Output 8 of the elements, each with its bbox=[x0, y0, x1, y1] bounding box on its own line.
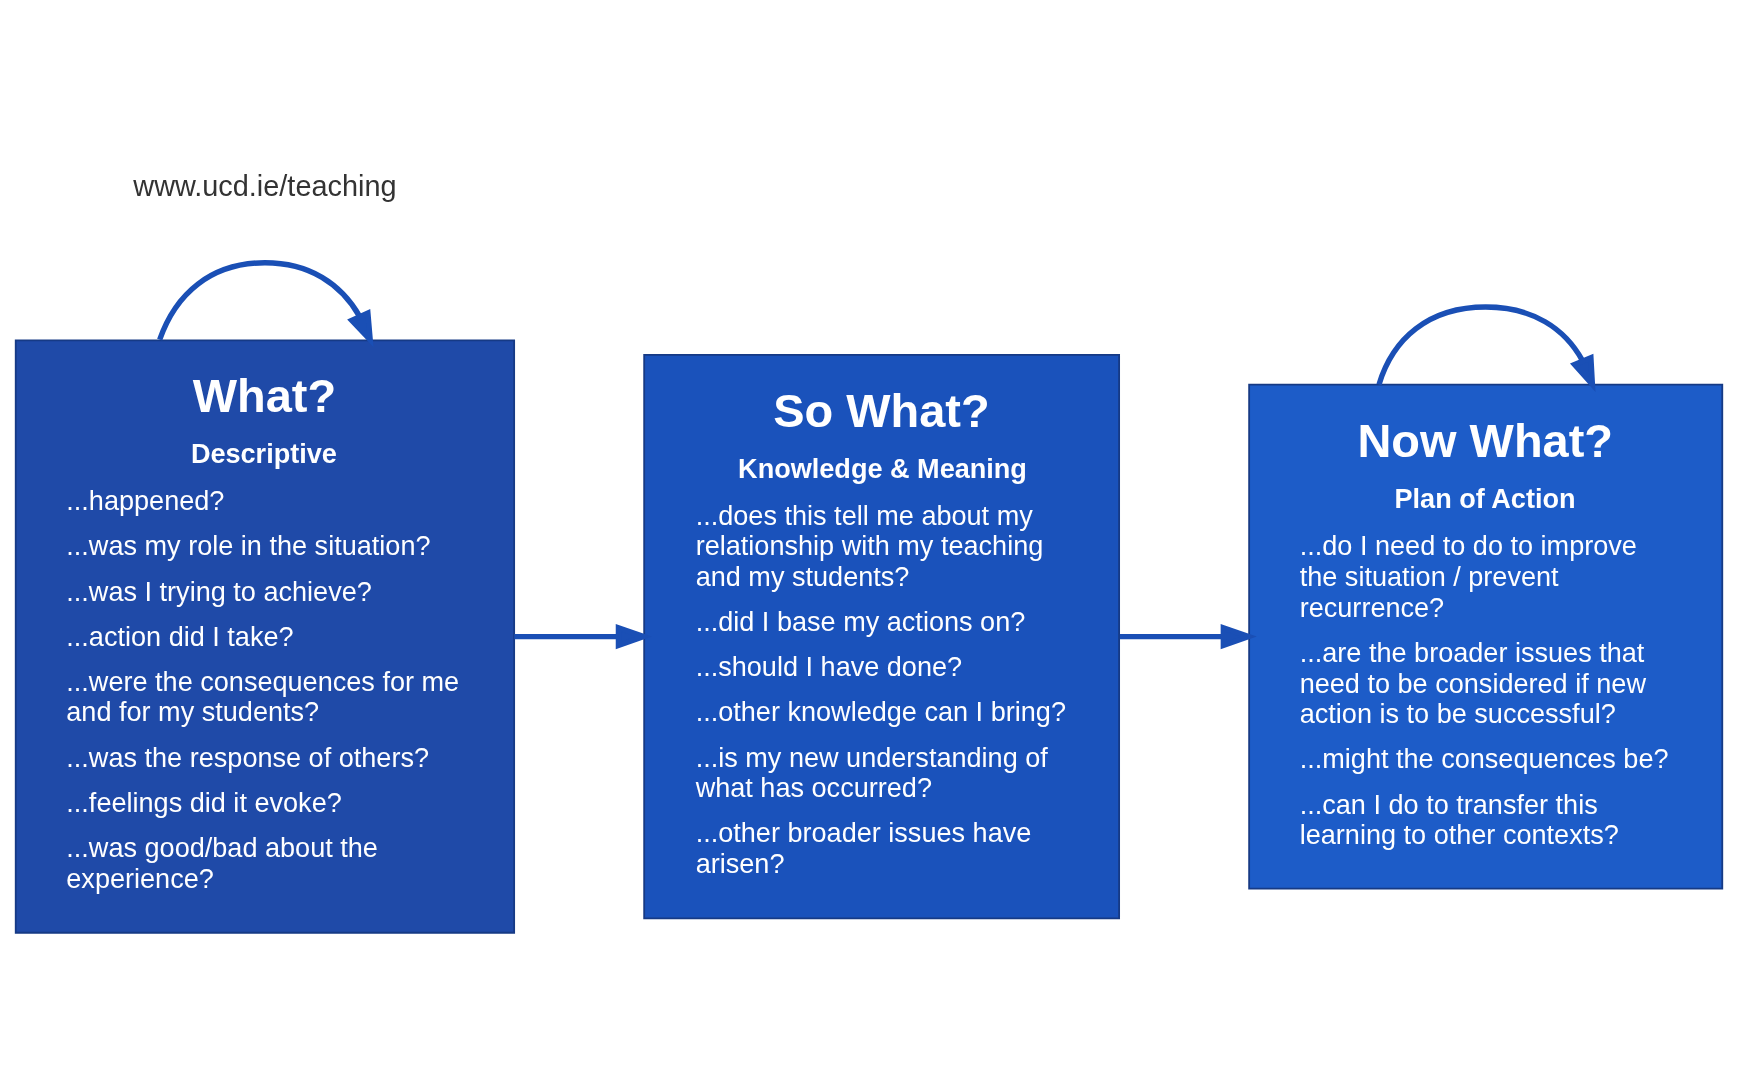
arrow bbox=[1376, 304, 1596, 392]
node-box: Now What? Plan of Action ...do I need to do to improve the situation / prevent recurrence? ...are the broader issues that need to be considered if new action is to be successful? ...might the consequences be? ...can I do to transfer this learning to other contexts? bbox=[1248, 383, 1724, 890]
arrow bbox=[157, 260, 374, 348]
node-box: What? Descriptive ...happened? ...was my role in the situation? ...was I trying to achieve? ...action did I take? ...were the consequences for me and for my students? ...was the response of others? ...feelings did it evoke? ...was good/bad about the experience? bbox=[14, 339, 516, 934]
arrow bbox=[1119, 623, 1257, 650]
arrow bbox=[514, 623, 652, 650]
label: www.ucd.ie/teaching bbox=[133, 169, 397, 202]
node-box: So What? Knowledge & Meaning ...does this tell me about my relationship with my teaching and my students? ...did I base my actions on? ...should I have done? ...other knowledge can I bring? ...is my new understanding of what has occurred? ...other broader issues have arisen? bbox=[643, 354, 1120, 920]
